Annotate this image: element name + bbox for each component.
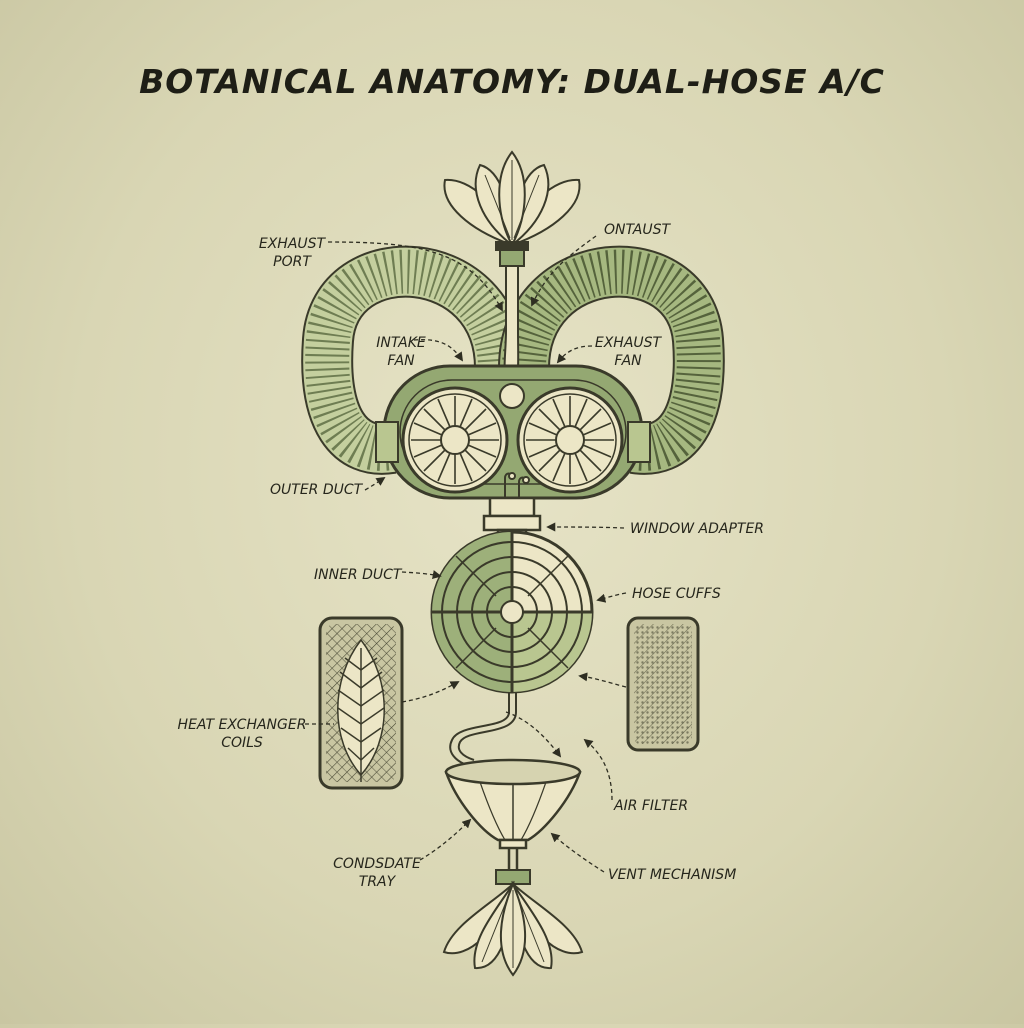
right-hose [498, 245, 725, 475]
label-vent-mechanism: VENT MECHANISM [608, 867, 737, 883]
left-hose [301, 245, 526, 475]
exhaust-fan-icon [516, 386, 624, 494]
drain-tube [449, 692, 517, 767]
label-exhaust-port: EXHAUST PORT [258, 236, 326, 270]
funnel-icon [444, 758, 582, 870]
air-filter-panel [626, 616, 700, 752]
label-exhaust-fan: EXHAUST FAN [594, 335, 662, 369]
leaf-icon [337, 638, 385, 782]
bottom-flower-icon [442, 869, 584, 977]
top-flower-icon [443, 150, 581, 397]
label-inner-duct: INNER DUCT [314, 567, 402, 583]
label-outer-duct: OUTER DUCT [270, 482, 363, 498]
leader-lines [327, 235, 627, 873]
label-condensate-tray: CONDSDATE TRAY [333, 856, 421, 890]
label-heat-exchanger-coils: HEAT EXCHANGER COILS [177, 717, 307, 751]
intake-fan-icon [401, 386, 509, 494]
label-intake-fan: INTAKE FAN [376, 335, 426, 369]
label-hose-cuffs: HOSE CUFFS [632, 586, 721, 602]
page-title: BOTANICAL ANATOMY: DUAL-HOSE A/C [139, 62, 885, 101]
wires [504, 472, 530, 498]
label-ontaust: ONTAUST [604, 222, 671, 238]
label-window-adapter: WINDOW ADAPTER [630, 521, 765, 537]
label-air-filter: AIR FILTER [614, 798, 689, 814]
round-grille [430, 530, 594, 694]
